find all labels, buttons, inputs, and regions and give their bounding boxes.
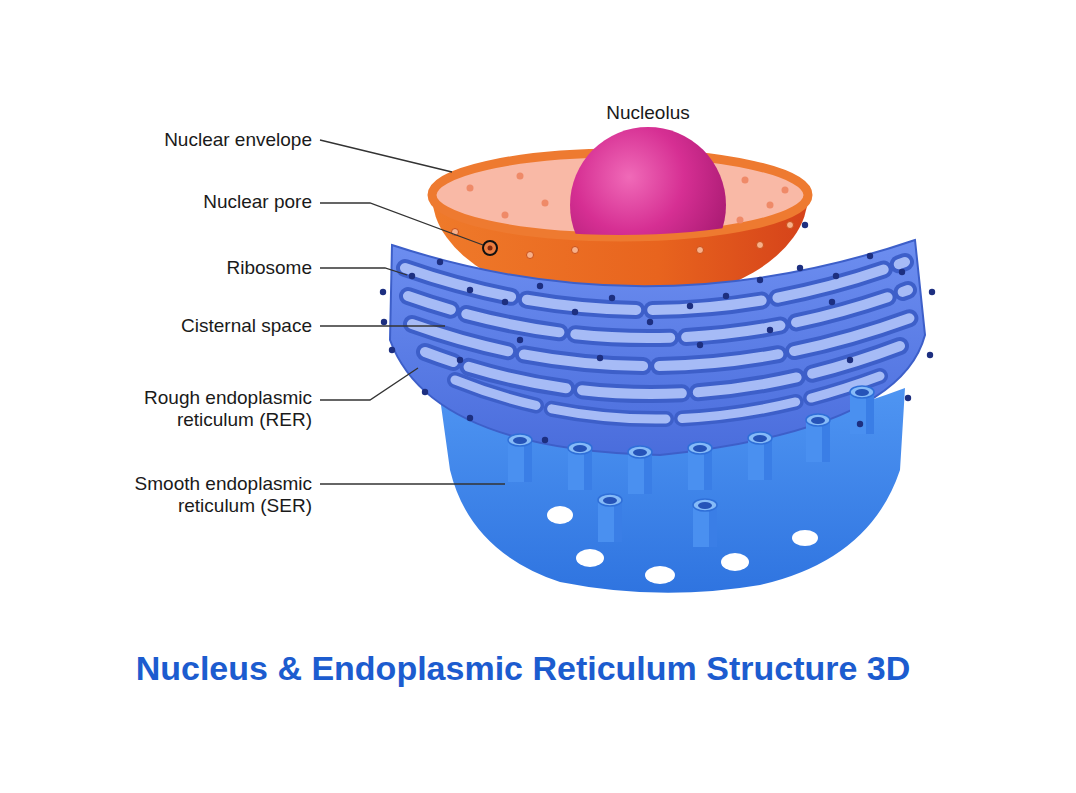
ribosome-dot [857,421,863,427]
cisterna [405,262,905,310]
ribosome-dot [829,299,835,305]
diagram-title: Nucleus & Endoplasmic Reticulum Structur… [136,649,911,688]
ser-hole [645,566,675,584]
ser-tube [688,442,712,490]
ribosome-dot [422,389,428,395]
part-label: Nuclear pore [112,191,312,213]
pore [467,185,474,192]
pore [737,217,744,224]
pore [767,202,774,209]
pore [542,200,549,207]
ribosome-dot [929,289,935,295]
pore [742,177,749,184]
part-label: Rough endoplasmic reticulum (RER) [112,387,312,431]
ribosome-dot [767,327,773,333]
pore [527,252,534,259]
ser-tube [598,494,622,542]
ribosome-dot [609,295,615,301]
leader-line [320,325,445,326]
ribosome-dot [802,222,808,228]
part-label: Ribosome [112,257,312,279]
ser-tube [693,499,717,547]
pore [502,212,509,219]
nuclear-pore-center [488,246,493,251]
ribosome-dot [502,299,508,305]
ser-hole [547,506,573,524]
ser-tube [628,446,652,494]
cisternae [405,262,910,419]
ser-tube [508,434,532,482]
ribosome-dot [647,319,653,325]
part-label: Cisternal space [112,315,312,337]
ribosome-dot [517,337,523,343]
ribosome-dot [381,319,387,325]
part-label: Nuclear envelope [112,129,312,151]
ribosome-dot [757,277,763,283]
ser-tubes [508,386,874,547]
pore [787,222,794,229]
ser-tube [806,414,830,462]
ribosome-dot [899,269,905,275]
ser-tube [748,432,772,480]
pore [572,247,579,254]
ser-tube [568,442,592,490]
ser-tube [850,386,874,434]
ribosome-dot [723,293,729,299]
ribosome-dot [467,415,473,421]
ribosome-dot [847,357,853,363]
ribosome-dot [409,273,415,279]
cisterna [408,290,908,338]
cisterna [455,376,880,419]
rough-er-body [390,240,925,455]
leader-line [320,203,483,245]
leader-line [320,268,407,275]
ribosome-dot [687,303,693,309]
part-label: Smooth endoplasmic reticulum (SER) [112,473,312,517]
ribosome-dot [542,437,548,443]
pore [517,173,524,180]
ribosome-dot [467,287,473,293]
ribosome-dot [457,357,463,363]
pore [782,187,789,194]
cisterna [408,290,908,338]
ribosome-dot [797,265,803,271]
ser-hole [792,530,818,546]
leader-line [320,368,418,400]
ribosome-dot [927,352,933,358]
leader-line [320,140,452,172]
ribosome-dot [833,273,839,279]
ribosome-dot [537,283,543,289]
ribosome-dot [572,309,578,315]
ribosome-dot [437,259,443,265]
ribosome-dot [697,342,703,348]
ser-hole [576,549,604,567]
ser-holes [547,506,818,584]
pore [757,242,764,249]
ribosome-dot [380,289,386,295]
ribosome-dot [905,395,911,401]
cisterna [455,376,880,419]
ribosomes [380,222,935,443]
ribosome-dot [597,355,603,361]
pore [697,247,704,254]
leader-line [320,483,505,484]
ser-hole [721,553,749,571]
ribosome-dot [389,347,395,353]
leader-lines [320,140,505,484]
nuclear-pore-highlight [483,241,497,255]
cisterna [405,262,905,310]
ribosome-dot [867,253,873,259]
part-label: Nucleolus [548,102,748,124]
nucleolus-sphere [570,127,726,283]
